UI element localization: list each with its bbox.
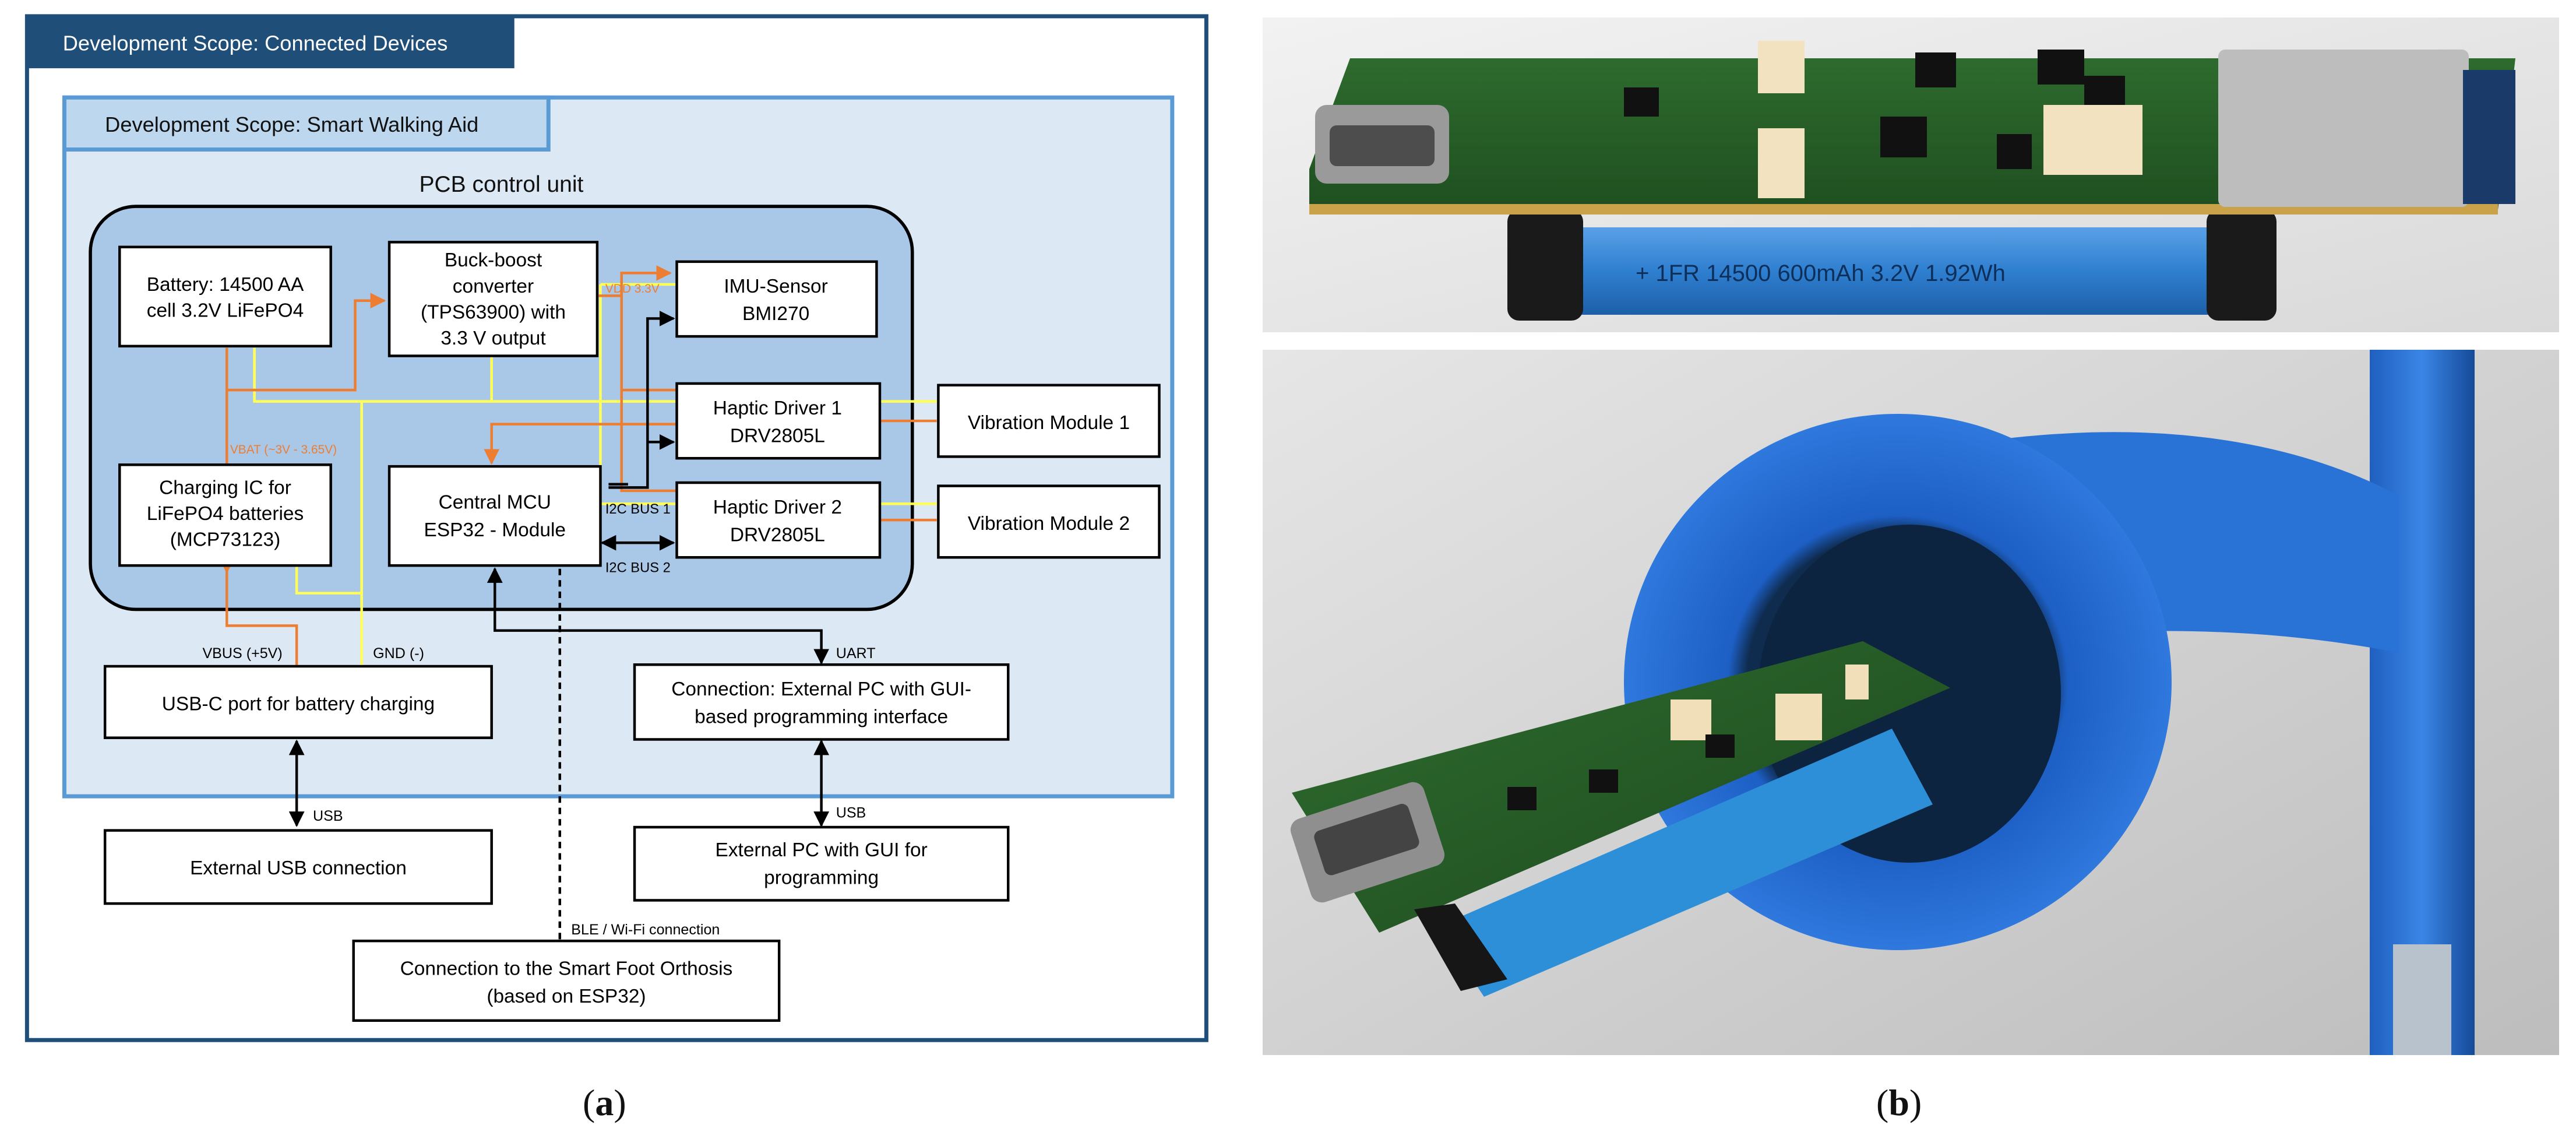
svg-text:Haptic Driver 2: Haptic Driver 2 <box>713 497 842 518</box>
svg-text:External USB connection: External USB connection <box>190 857 407 879</box>
svg-text:DRV2805L: DRV2805L <box>730 524 825 546</box>
label-gnd: GND (-) <box>373 645 424 662</box>
svg-text:External PC with GUI for: External PC with GUI for <box>716 839 928 861</box>
svg-text:ESP32 - Module: ESP32 - Module <box>424 519 566 541</box>
caption-a: (a) <box>583 1082 626 1123</box>
signal-lines <box>288 311 830 940</box>
svg-text:Buck-boost: Buck-boost <box>445 249 542 271</box>
battery-print: + 1FR 14500 600mAh 3.2V 1.92Wh <box>1636 261 2006 286</box>
photo-device-in-crutch <box>1263 350 2559 1055</box>
inner-scope-title: Development Scope: Smart Walking Aid <box>105 113 478 136</box>
block-central-mcu: Central MCU ESP32 - Module <box>387 465 602 567</box>
block-vibration-module-1: Vibration Module 1 <box>937 384 1161 458</box>
label-uart: UART <box>836 645 876 662</box>
block-battery: Battery: 14500 AA cell 3.2V LiFePO4 <box>118 245 332 348</box>
svg-text:Battery: 14500 AA: Battery: 14500 AA <box>147 274 304 296</box>
block-imu-sensor: IMU-Sensor BMI270 <box>675 260 878 338</box>
label-ble-wifi: BLE / Wi-Fi connection <box>571 922 720 938</box>
svg-text:Vibration Module 2: Vibration Module 2 <box>968 513 1130 535</box>
label-usb-right: USB <box>836 804 866 821</box>
svg-text:(TPS63900) with: (TPS63900) with <box>421 301 566 323</box>
svg-text:Connection to the Smart Foot O: Connection to the Smart Foot Orthosis <box>400 958 733 980</box>
svg-text:based programming interface: based programming interface <box>695 706 948 728</box>
label-vdd: VDD 3.3V <box>605 282 660 296</box>
block-pc-connection: Connection: External PC with GUI- based … <box>633 663 1010 741</box>
svg-text:(based on ESP32): (based on ESP32) <box>487 986 646 1007</box>
label-vbat: VBAT (~3V - 3.65V) <box>230 443 337 456</box>
block-vibration-module-2: Vibration Module 2 <box>937 484 1161 559</box>
block-charging-ic: Charging IC for LiFePO4 batteries (MCP73… <box>118 463 332 567</box>
label-usb-left: USB <box>313 808 343 824</box>
svg-text:IMU-Sensor: IMU-Sensor <box>724 276 827 297</box>
block-external-pc: External PC with GUI for programming <box>633 825 1010 902</box>
outer-scope-title: Development Scope: Connected Devices <box>63 31 448 55</box>
outer-scope-title-bar <box>27 16 515 69</box>
svg-text:USB-C port for battery chargin: USB-C port for battery charging <box>162 693 435 715</box>
photo-pcb-board: + 1FR 14500 600mAh 3.2V 1.92Wh <box>1263 17 2559 332</box>
block-usb-c-port: USB-C port for battery charging <box>103 665 493 739</box>
svg-text:programming: programming <box>764 867 879 889</box>
pcb-title: PCB control unit <box>419 172 583 197</box>
label-i2c-bus-1: I2C BUS 1 <box>605 502 671 517</box>
svg-text:3.3 V output: 3.3 V output <box>441 328 546 349</box>
svg-text:DRV2805L: DRV2805L <box>730 425 825 447</box>
label-i2c-bus-2: I2C BUS 2 <box>605 560 671 575</box>
block-haptic-driver-2: Haptic Driver 2 DRV2805L <box>675 481 882 559</box>
svg-text:Vibration Module 1: Vibration Module 1 <box>968 412 1130 434</box>
svg-text:Central MCU: Central MCU <box>439 492 551 514</box>
svg-text:cell 3.2V LiFePO4: cell 3.2V LiFePO4 <box>147 300 304 322</box>
svg-text:LiFePO4 batteries: LiFePO4 batteries <box>147 503 304 525</box>
caption-b: (b) <box>1876 1082 1922 1123</box>
block-haptic-driver-1: Haptic Driver 1 DRV2805L <box>675 382 882 460</box>
svg-text:(MCP73123): (MCP73123) <box>170 529 281 551</box>
label-vbus: VBUS (+5V) <box>202 645 282 662</box>
block-external-usb: External USB connection <box>103 829 493 905</box>
svg-text:Charging IC for: Charging IC for <box>159 477 291 499</box>
block-smart-foot-orthosis: Connection to the Smart Foot Orthosis (b… <box>352 939 781 1022</box>
svg-text:converter: converter <box>453 276 534 297</box>
inner-scope-title-bar <box>62 95 551 152</box>
block-buck-boost-converter: Buck-boost converter (TPS63900) with 3.3… <box>387 241 599 357</box>
system-block-diagram: Development Scope: Connected Devices Dev… <box>24 14 1208 1042</box>
svg-text:Connection: External PC with G: Connection: External PC with GUI- <box>671 679 971 700</box>
svg-text:BMI270: BMI270 <box>742 303 809 325</box>
svg-text:Haptic Driver 1: Haptic Driver 1 <box>713 398 842 419</box>
